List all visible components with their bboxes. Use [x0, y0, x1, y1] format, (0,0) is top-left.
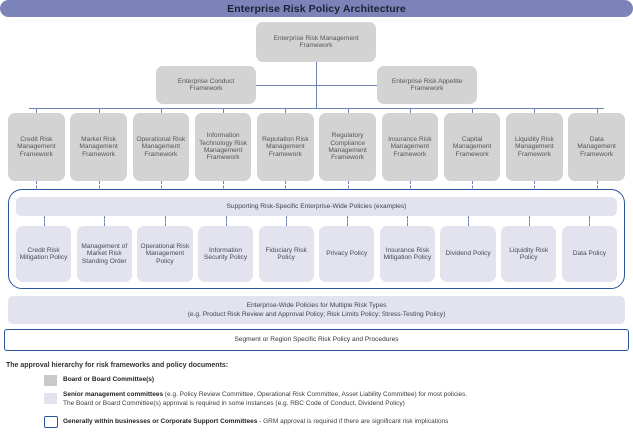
connector-framework-stub [223, 108, 224, 113]
box-label: Enterprise Risk Appetite Framework [391, 77, 463, 92]
segment-region-policy-bar[interactable]: Segment or Region Specific Risk Policy a… [4, 329, 629, 351]
box-label: Enterprise Risk Management Framework [273, 34, 359, 49]
multi-risk-line-2: (e.g. Product Risk Review and Approval P… [187, 311, 446, 318]
page-title-bar: Enterprise Risk Policy Architecture [0, 0, 633, 17]
framework-box-8[interactable]: Liquidity Risk Management Framework [506, 113, 563, 181]
connector-policy-stub-dashed [407, 216, 408, 226]
box-label: Management of Market Risk Standing Order [81, 242, 128, 265]
box-enterprise-risk-appetite-framework[interactable]: Enterprise Risk Appetite Framework [377, 66, 477, 104]
box-label: Dividend Policy [445, 250, 491, 258]
policy-box-6[interactable]: Insurance Risk Mitigation Policy [379, 226, 436, 282]
box-label: Privacy Policy [326, 250, 368, 258]
legend-swatch-senior-management [44, 393, 57, 404]
framework-box-6[interactable]: Insurance Risk Management Framework [381, 113, 439, 181]
box-label: Credit Risk Management Framework [17, 135, 56, 158]
connector-framework-stub [597, 108, 598, 113]
connector-policy-stub-dashed [226, 216, 227, 226]
framework-box-0[interactable]: Credit Risk Management Framework [8, 113, 65, 181]
connector-framework-stub [472, 108, 473, 113]
box-label: Insurance Risk Mitigation Policy [383, 246, 432, 261]
legend-bold-senior-management: Senior management committees [63, 391, 164, 398]
box-label: Data Policy [572, 250, 607, 258]
connector-appetite-horizontal [316, 85, 377, 86]
policy-box-2[interactable]: Operational Risk Management Policy [137, 226, 193, 282]
box-label: Credit Risk Mitigation Policy [19, 246, 68, 261]
segment-region-label: Segment or Region Specific Risk Policy a… [234, 336, 399, 344]
legend-text-senior-management: Senior management committees (e.g. Polic… [63, 391, 629, 409]
box-label: Regulatory Compliance Management Framewo… [328, 132, 367, 162]
box-label: Fiduciary Risk Policy [265, 246, 307, 261]
connector-framework-stub [36, 108, 37, 113]
connector-framework-stub [161, 108, 162, 113]
connector-policy-stub-dashed [589, 216, 590, 226]
page-title: Enterprise Risk Policy Architecture [227, 2, 406, 15]
policy-box-9[interactable]: Data Policy [561, 226, 617, 282]
legend-bold-business-support: Generally within businesses or Corporate… [63, 418, 258, 425]
box-label: Data Management Framework [577, 135, 616, 158]
legend-text-business-support: Generally within businesses or Corporate… [63, 418, 629, 427]
multi-risk-line-1: Enterprise-Wide Policies for Multiple Ri… [246, 301, 387, 309]
connector-policy-stub-dashed [44, 216, 45, 226]
connector-framework-stub [410, 108, 411, 113]
box-label: Information Security Policy [203, 246, 248, 261]
connector-policy-stub-dashed [529, 216, 530, 226]
connector-framework-stub [99, 108, 100, 113]
connector-framework-stub [534, 108, 535, 113]
legend-swatch-business-support [44, 416, 58, 428]
connector-conduct-horizontal [256, 85, 317, 86]
connector-bus-horizontal [29, 108, 604, 109]
framework-box-9[interactable]: Data Management Framework [568, 113, 625, 181]
connector-policy-stub-dashed [165, 216, 166, 226]
box-label: Operational Risk Management Policy [140, 242, 190, 265]
box-enterprise-conduct-framework[interactable]: Enterprise Conduct Framework [156, 66, 256, 104]
legend-line2-senior-management: The Board or Board Committee(s) approval… [63, 399, 405, 407]
policy-box-4[interactable]: Fiduciary Risk Policy [258, 226, 314, 282]
box-label: Information Technology Risk Management F… [199, 132, 248, 162]
supporting-policies-heading-bar: Supporting Risk-Specific Enterprise-Wide… [16, 197, 617, 216]
framework-box-3[interactable]: Information Technology Risk Management F… [194, 113, 252, 181]
framework-box-1[interactable]: Market Risk Management Framework [70, 113, 127, 181]
policy-box-3[interactable]: Information Security Policy [197, 226, 254, 282]
box-enterprise-risk-management-framework[interactable]: Enterprise Risk Management Framework [256, 22, 376, 62]
legend-rest-senior-management: (e.g. Policy Review Committee, Operation… [163, 391, 468, 398]
legend-rest-business-support: - GRM approval is required if there are … [257, 418, 449, 425]
legend-title: The approval hierarchy for risk framewor… [6, 362, 229, 369]
box-label: Enterprise Conduct Framework [177, 77, 235, 92]
box-label: Liquidity Risk Management Framework [514, 135, 554, 158]
supporting-policies-heading: Supporting Risk-Specific Enterprise-Wide… [226, 202, 407, 210]
connector-policy-stub-dashed [468, 216, 469, 226]
framework-box-4[interactable]: Reputation Risk Management Framework [257, 113, 314, 181]
framework-box-5[interactable]: Regulatory Compliance Management Framewo… [319, 113, 376, 181]
connector-policy-stub-dashed [286, 216, 287, 226]
framework-box-2[interactable]: Operational Risk Management Framework [132, 113, 190, 181]
policy-box-8[interactable]: Liquidity Risk Policy [501, 226, 557, 282]
policy-box-5[interactable]: Privacy Policy [319, 226, 375, 282]
box-label: Insurance Risk Management Framework [388, 135, 432, 158]
connector-framework-stub [285, 108, 286, 113]
box-label: Capital Management Framework [452, 135, 492, 158]
enterprise-wide-multi-risk-bar[interactable]: Enterprise-Wide Policies for Multiple Ri… [8, 296, 625, 324]
connector-policy-stub-dashed [347, 216, 348, 226]
framework-box-7[interactable]: Capital Management Framework [443, 113, 501, 181]
box-label: Operational Risk Management Framework [136, 135, 186, 158]
box-label: Liquidity Risk Policy [509, 246, 549, 261]
legend-text-board: Board or Board Committee(s) [63, 376, 623, 385]
connector-framework-stub [348, 108, 349, 113]
policy-box-1[interactable]: Management of Market Risk Standing Order [76, 226, 132, 282]
connector-policy-stub-dashed [104, 216, 105, 226]
box-label: Reputation Risk Management Framework [262, 135, 309, 158]
legend-bold-board: Board or Board Committee(s) [63, 376, 155, 383]
legend-swatch-board [44, 375, 57, 386]
policy-box-7[interactable]: Dividend Policy [440, 226, 496, 282]
policy-box-0[interactable]: Credit Risk Mitigation Policy [16, 226, 72, 282]
box-label: Market Risk Management Framework [79, 135, 118, 158]
